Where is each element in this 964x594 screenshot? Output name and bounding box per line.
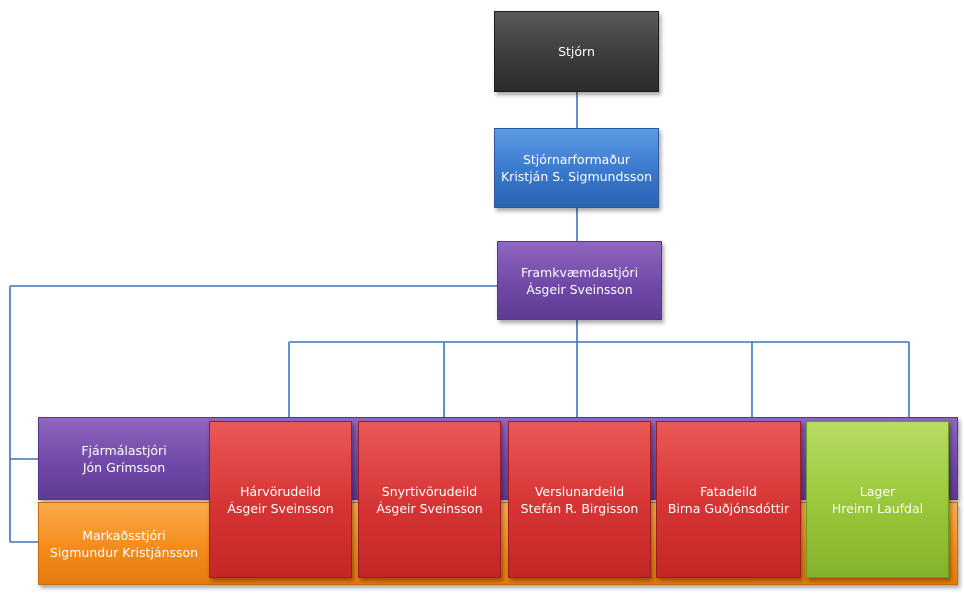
node-cosmetics-title: Snyrtivörudeild	[381, 483, 478, 499]
node-chairman-person: Kristján S. Sigmundsson	[500, 169, 653, 184]
node-hair-title: Hárvörudeild	[240, 483, 321, 499]
node-marketing-person: Sigmundur Kristjánsson	[49, 544, 199, 560]
node-ceo[interactable]: Framkvæmdastjóri Ásgeir Sveinsson	[497, 241, 662, 320]
node-clothing-department[interactable]: Fatadeild Birna Guðjónsdóttir	[656, 421, 801, 578]
node-marketing-title: Markaðsstjóri	[82, 527, 166, 543]
node-board-title: Stjórn	[558, 44, 595, 59]
node-chairman-title: Stjórnarformaður	[522, 152, 631, 167]
node-warehouse-title: Lager	[859, 483, 896, 499]
node-finance-person: Jón Grímsson	[82, 459, 166, 475]
node-warehouse-person: Hreinn Laufdal	[831, 500, 924, 516]
node-ceo-person: Ásgeir Sveinsson	[526, 281, 633, 297]
node-retail-department[interactable]: Verslunardeild Stefán R. Birgisson	[508, 421, 651, 578]
node-warehouse[interactable]: Lager Hreinn Laufdal	[806, 421, 949, 578]
node-chairman[interactable]: Stjórnarformaður Kristján S. Sigmundsson	[494, 128, 659, 208]
node-hair-person: Ásgeir Sveinsson	[227, 500, 334, 516]
node-board[interactable]: Stjórn	[494, 11, 659, 92]
node-retail-person: Stefán R. Birgisson	[520, 500, 639, 516]
node-retail-title: Verslunardeild	[534, 483, 625, 499]
node-ceo-title: Framkvæmdastjóri	[520, 264, 639, 280]
node-clothing-person: Birna Guðjónsdóttir	[667, 500, 790, 516]
node-finance-label: Fjármálastjóri Jón Grímsson	[39, 442, 209, 476]
node-finance-title: Fjármálastjóri	[81, 442, 167, 458]
node-marketing-label: Markaðsstjóri Sigmundur Kristjánsson	[39, 527, 209, 561]
node-hair-department[interactable]: Hárvörudeild Ásgeir Sveinsson	[209, 421, 352, 578]
node-cosmetics-person: Ásgeir Sveinsson	[376, 500, 483, 516]
node-cosmetics-department[interactable]: Snyrtivörudeild Ásgeir Sveinsson	[358, 421, 501, 578]
node-clothing-title: Fatadeild	[700, 483, 757, 499]
